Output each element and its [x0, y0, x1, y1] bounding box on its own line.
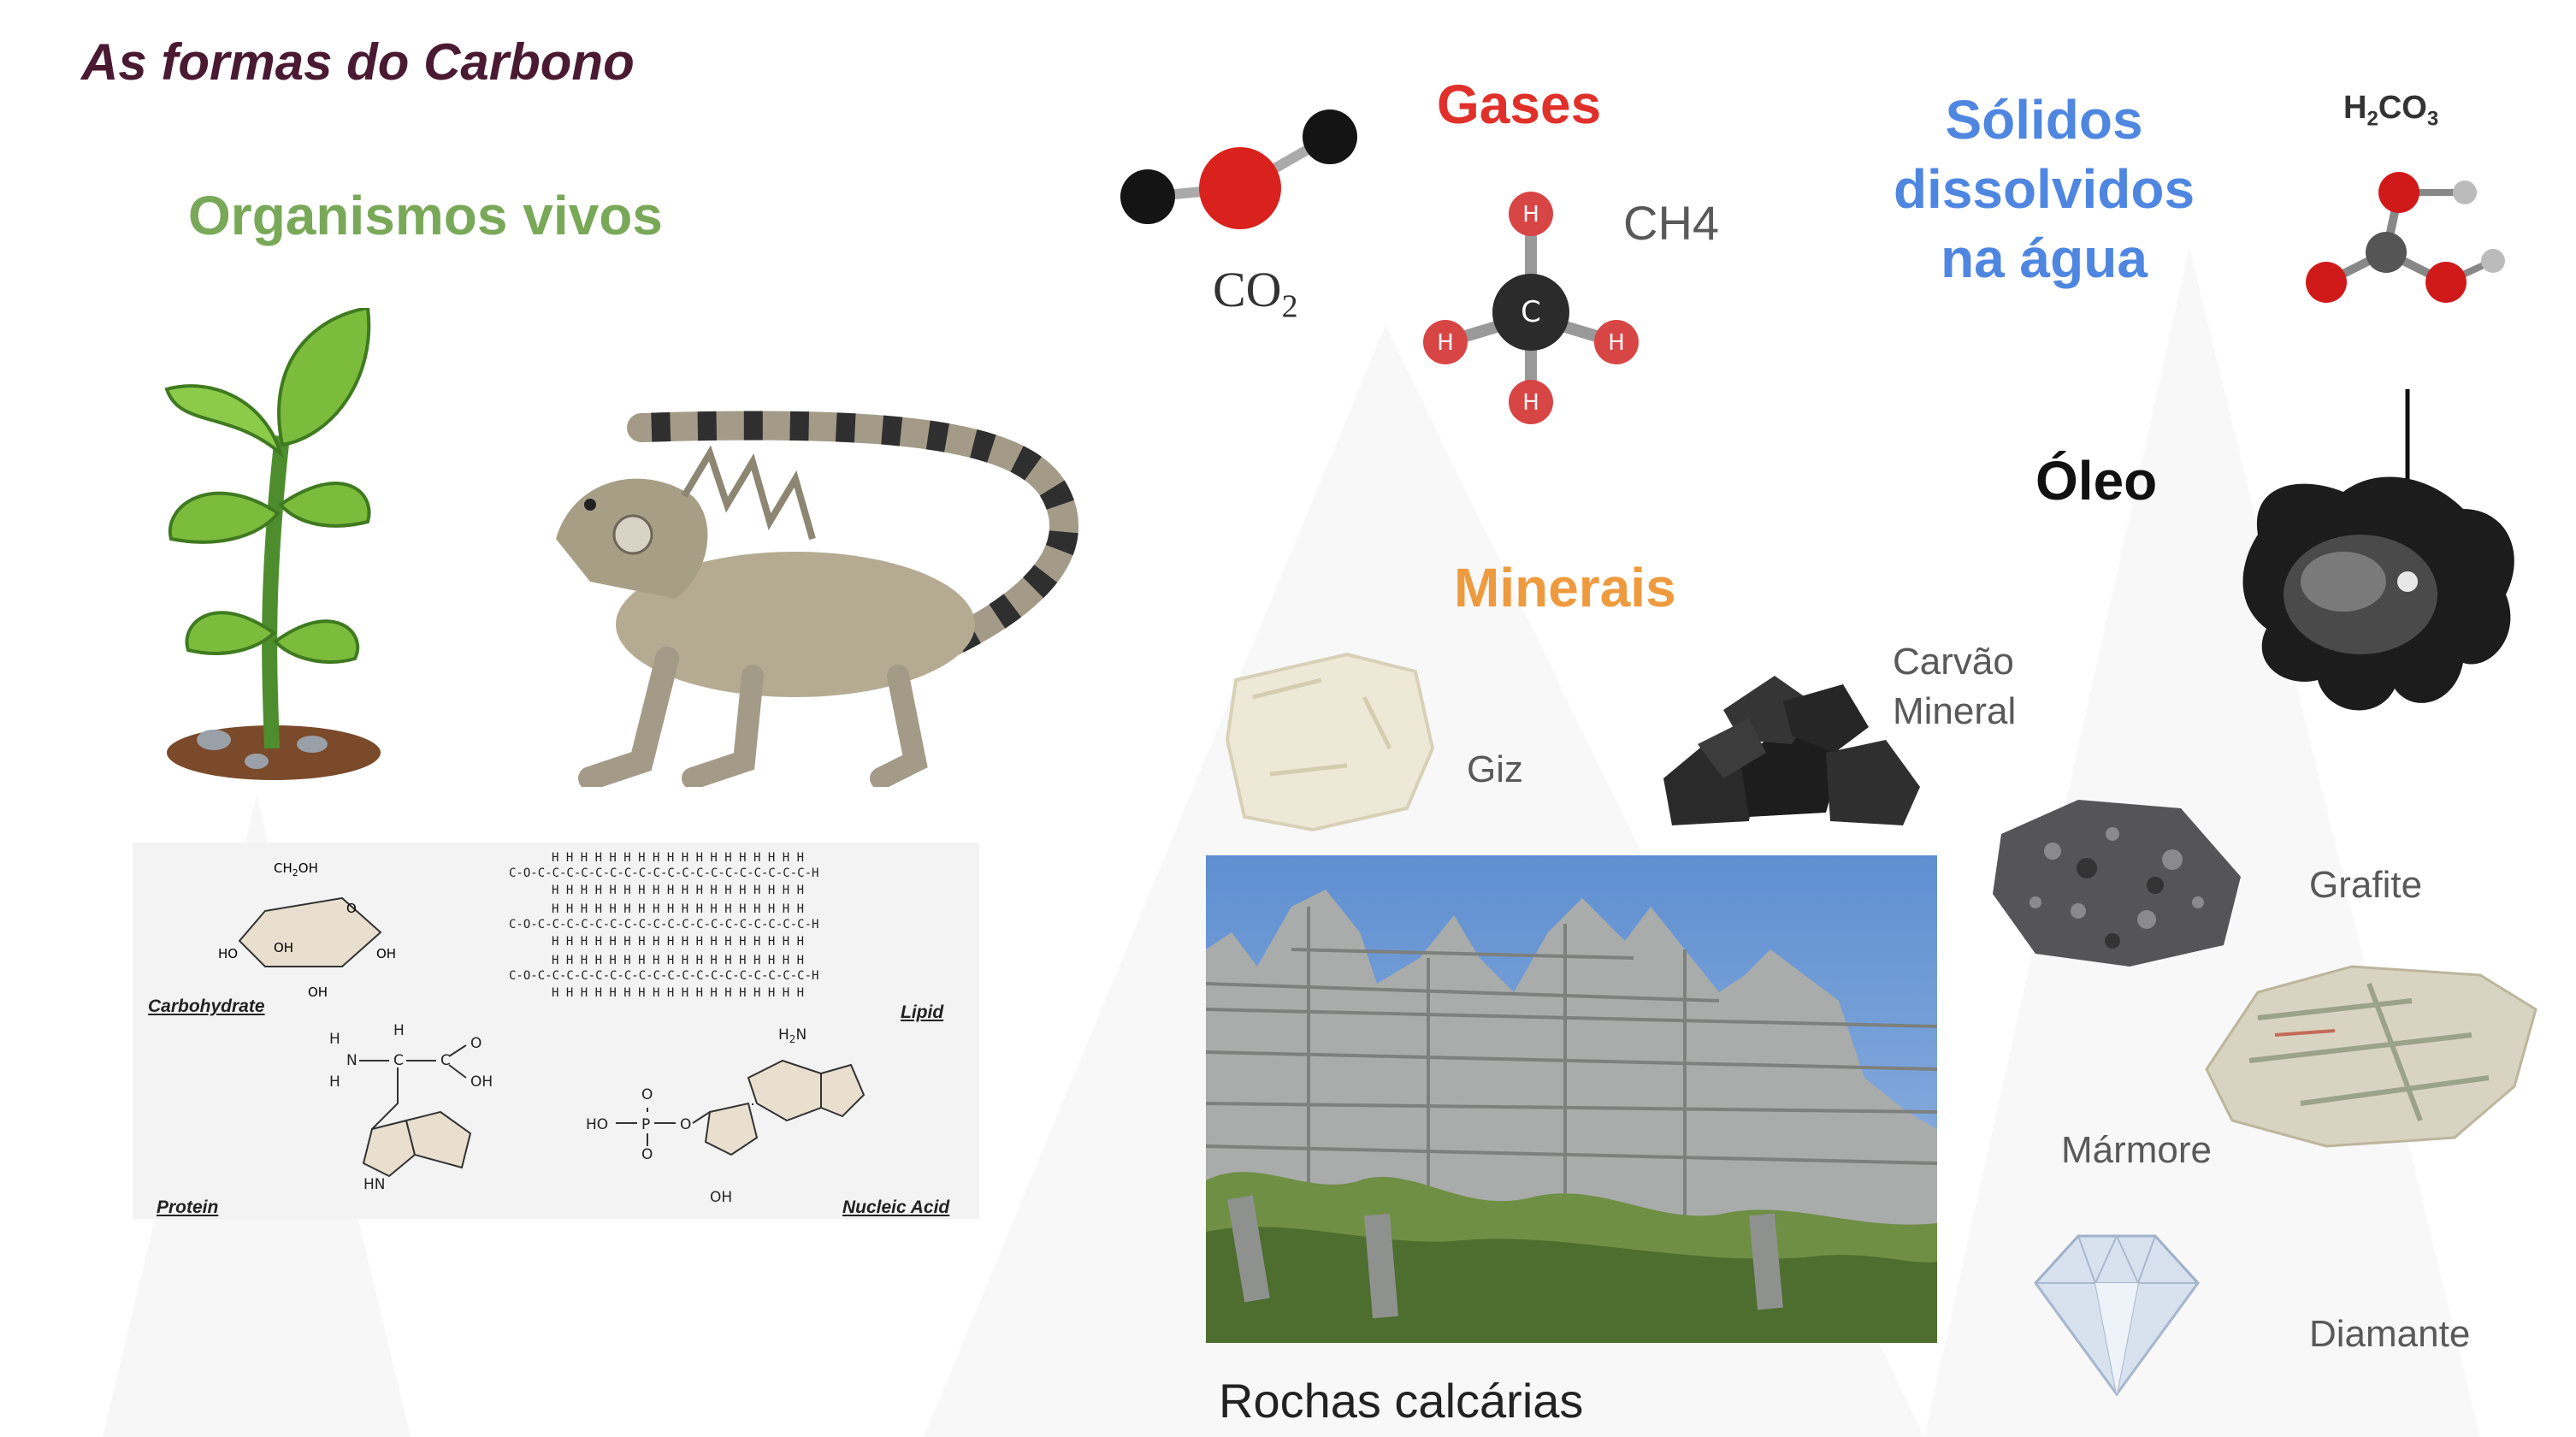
svg-text:C: C	[393, 1052, 404, 1069]
heading-minerals: Minerais	[1454, 557, 1676, 618]
carbohydrate-structure: CH2OH HO OH OH OH O	[218, 860, 396, 1000]
heading-gases: Gases	[1437, 74, 1602, 135]
protein-caption: Protein	[157, 1198, 219, 1217]
diamond-image	[2034, 1233, 2200, 1397]
co2-molecule-icon	[1120, 109, 1357, 229]
label-diamante: Diamante	[2309, 1313, 2471, 1355]
svg-text:C-O-C-C-C-C-C-C-C-C-C-C-C-C-C-: C-O-C-C-C-C-C-C-C-C-C-C-C-C-C-C-C-C-C-C-…	[509, 969, 818, 983]
svg-text:OH: OH	[470, 1073, 493, 1091]
svg-text:OH: OH	[376, 946, 396, 961]
svg-text:C: C	[1521, 295, 1541, 329]
graphite-image	[1993, 800, 2241, 967]
biomolecules-figure: CH2OH HO OH OH OH O Carbohydrate C-O-C-C…	[133, 843, 979, 1219]
label-grafite: Grafite	[2309, 864, 2423, 906]
limestone-rocks-photo	[1206, 855, 1937, 1343]
svg-text:H H H H H H H H H H H H H H H: H H H H H H H H H H H H H H H H H H	[552, 851, 804, 865]
svg-text:OH: OH	[308, 985, 328, 1000]
carbohydrate-caption: Carbohydrate	[148, 996, 265, 1016]
svg-text:HO: HO	[586, 1116, 608, 1133]
svg-text:H H H H H H H H H H H H H H H: H H H H H H H H H H H H H H H H H H	[552, 902, 804, 916]
iguana-illustration	[556, 411, 1078, 787]
svg-text:H H H H H H H H H H H H H H H: H H H H H H H H H H H H H H H H H H	[552, 954, 804, 967]
nucleic-acid-caption: Nucleic Acid	[842, 1198, 950, 1217]
svg-text:O: O	[680, 1116, 691, 1133]
svg-text:H: H	[329, 1031, 340, 1048]
label-carvao-mineral: Carvão Mineral	[1893, 641, 2017, 732]
svg-text:C: C	[440, 1052, 451, 1069]
svg-text:O: O	[346, 901, 357, 916]
heading-living-organisms: Organismos vivos	[188, 185, 663, 246]
svg-text:OH: OH	[274, 940, 293, 955]
svg-text:C-O-C-C-C-C-C-C-C-C-C-C-C-C-C-: C-O-C-C-C-C-C-C-C-C-C-C-C-C-C-C-C-C-C-C-…	[509, 918, 818, 931]
svg-text:H: H	[1522, 390, 1539, 416]
svg-text:H: H	[329, 1073, 340, 1091]
marble-image	[2205, 965, 2538, 1148]
svg-text:O: O	[641, 1086, 653, 1103]
svg-text:H: H	[1608, 330, 1625, 356]
label-marmore: Mármore	[2061, 1129, 2213, 1171]
ch4-label: CH4	[1623, 196, 1720, 250]
protein-structure: H N H C H C O OH HN	[329, 1022, 493, 1193]
page-title: As formas do Carbono	[81, 33, 635, 91]
svg-text:OH: OH	[710, 1189, 732, 1206]
oil-splash-image	[2242, 389, 2514, 711]
svg-text:HO: HO	[218, 946, 238, 961]
svg-text:CH2OH: CH2OH	[274, 860, 318, 878]
heading-dissolved-solids: Sólidos dissolvidos na água	[1893, 89, 2195, 289]
h2co3-molecule-icon	[2306, 172, 2505, 303]
co2-label: CO2	[1213, 262, 1298, 325]
h2co3-label: H2CO3	[2343, 90, 2439, 131]
chalk-image	[1225, 652, 1435, 832]
svg-text:HN: HN	[363, 1176, 386, 1193]
svg-text:O: O	[470, 1035, 482, 1052]
svg-text:H2N: H2N	[778, 1026, 806, 1045]
svg-text:C-O-C-C-C-C-C-C-C-C-C-C-C-C-C-: C-O-C-C-C-C-C-C-C-C-C-C-C-C-C-C-C-C-C-C-…	[509, 866, 818, 880]
svg-text:P: P	[641, 1116, 650, 1133]
lipid-caption: Lipid	[901, 1002, 944, 1022]
svg-text:H: H	[1522, 202, 1539, 228]
svg-text:H: H	[393, 1022, 405, 1039]
svg-text:H H H H H H H H H H H H H H H: H H H H H H H H H H H H H H H H H H	[552, 935, 804, 949]
svg-text:N: N	[346, 1052, 357, 1069]
label-giz: Giz	[1467, 748, 1523, 790]
heading-oil: Óleo	[2035, 450, 2158, 512]
svg-text:H H H H H H H H H H H H H H H: H H H H H H H H H H H H H H H H H H	[552, 986, 804, 1000]
coal-image	[1663, 676, 1920, 825]
nucleic-acid-structure: HO P O O O OH H2N	[586, 1026, 866, 1206]
svg-text:O: O	[641, 1146, 653, 1163]
lipid-structure: C-O-C-C-C-C-C-C-C-C-C-C-C-C-C-C-C-C-C-C-…	[509, 851, 818, 1000]
ch4-molecule-icon: C H H H H	[1423, 192, 1639, 424]
svg-text:H: H	[1437, 330, 1454, 356]
plant-illustration	[164, 308, 381, 780]
svg-text:H H H H H H H H H H H H H H H: H H H H H H H H H H H H H H H H H H	[552, 884, 804, 897]
label-rochas-calcarias: Rochas calcárias	[1219, 1374, 1584, 1428]
